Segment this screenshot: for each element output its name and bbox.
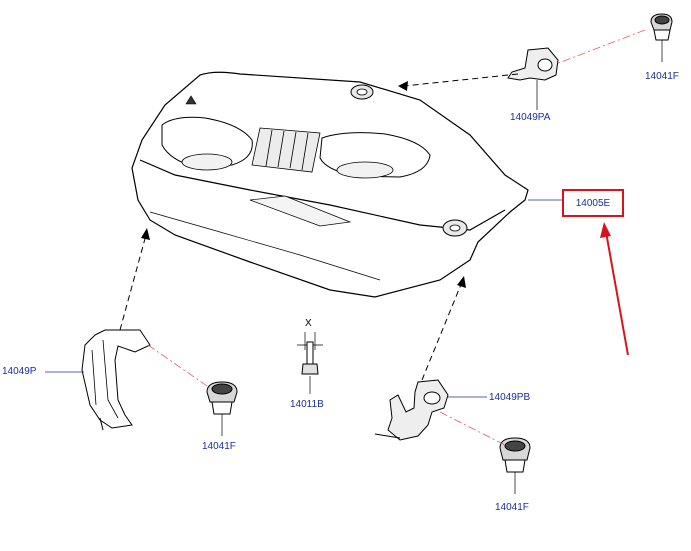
highlight-box-cover[interactable]: 14005E [562, 189, 624, 217]
clip-right[interactable] [499, 437, 531, 494]
engine-cover[interactable] [131, 71, 529, 298]
clip-left[interactable] [206, 381, 238, 436]
bracket-top[interactable] [507, 47, 559, 110]
bracket-right[interactable] [374, 379, 449, 441]
label-bolt-marker: X [305, 318, 312, 329]
label-bracket-left: 14049P [2, 366, 37, 377]
assembly-lines [119, 73, 519, 381]
label-bracket-right: 14049PB [489, 392, 531, 403]
label-clip-right: 14041F [495, 502, 529, 513]
label-bolt: 14011B [290, 399, 324, 410]
label-clip-left: 14041F [202, 441, 236, 452]
bolt[interactable] [297, 332, 323, 394]
clip-leader-lines [147, 29, 646, 446]
clip-top[interactable] [650, 13, 673, 62]
red-arrow-icon [600, 222, 629, 356]
arrow-heads [141, 81, 466, 288]
label-clip-top: 14041F [645, 71, 679, 82]
label-bracket-top: 14049PA [510, 112, 551, 123]
bracket-left[interactable] [81, 329, 151, 431]
label-leader-lines [45, 199, 563, 398]
label-cover: 14005E [575, 197, 611, 209]
